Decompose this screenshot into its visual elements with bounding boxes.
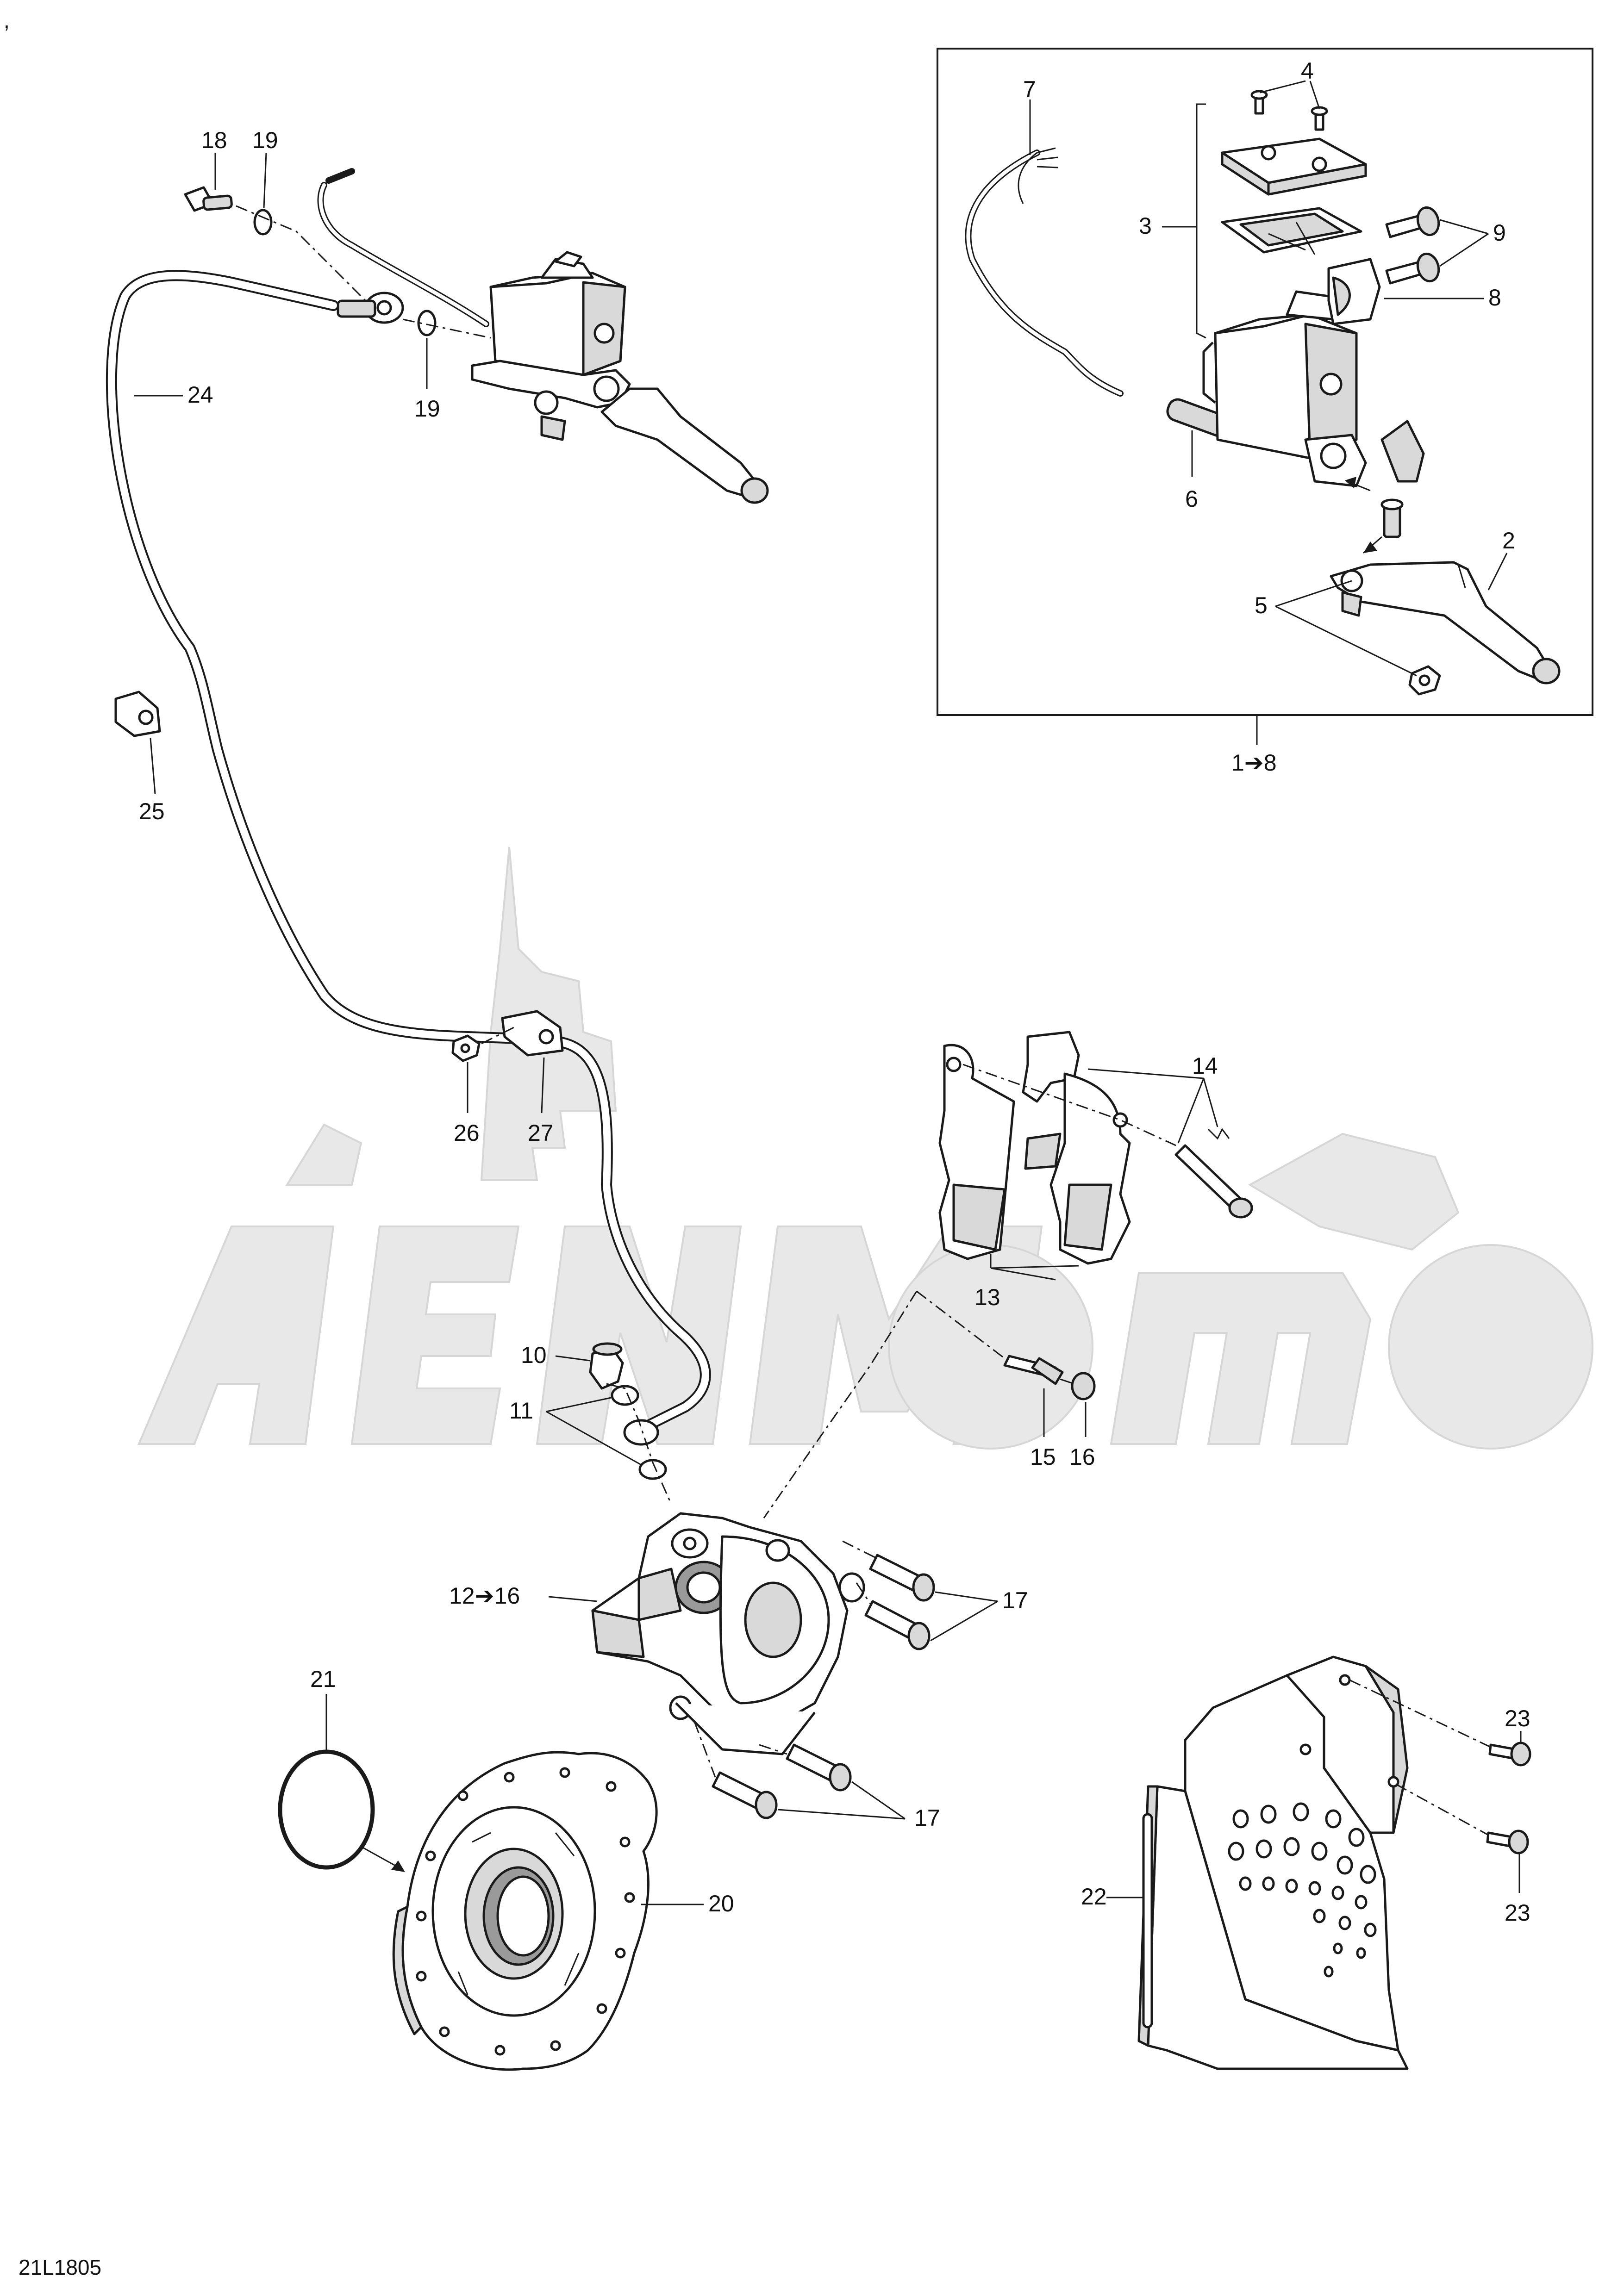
callout-19-bottom: 19 bbox=[414, 396, 440, 422]
reservoir-cover bbox=[1221, 137, 1367, 196]
callout-18: 18 bbox=[201, 127, 227, 153]
hose-clip-25 bbox=[114, 691, 161, 737]
clamp-bolts bbox=[1385, 206, 1440, 285]
callout-17-upper: 17 bbox=[1002, 1587, 1028, 1613]
callout-6: 6 bbox=[1185, 486, 1198, 512]
wire-harness bbox=[965, 147, 1124, 397]
callout-12-16: 12➔16 bbox=[449, 1583, 520, 1609]
reservoir-gasket bbox=[1221, 207, 1362, 255]
callout-3: 3 bbox=[1139, 213, 1152, 239]
caliper-banjo-bolt bbox=[589, 1342, 624, 1390]
callout-17-lower: 17 bbox=[914, 1805, 940, 1831]
callout-25: 25 bbox=[139, 798, 165, 824]
callout-24: 24 bbox=[187, 382, 213, 408]
corner-mark: , bbox=[4, 8, 10, 32]
sealing-washers bbox=[253, 209, 437, 336]
callout-23-bottom: 23 bbox=[1505, 1900, 1530, 1926]
o-ring bbox=[278, 1749, 375, 1870]
callout-13: 13 bbox=[974, 1284, 1000, 1310]
callout-11: 11 bbox=[509, 1398, 533, 1424]
caliper-bolts-upper bbox=[864, 1554, 935, 1650]
callout-16: 16 bbox=[1069, 1444, 1095, 1470]
callout-4: 4 bbox=[1301, 58, 1314, 84]
callout-15: 15 bbox=[1030, 1444, 1056, 1470]
brake-caliper bbox=[591, 1512, 865, 1755]
brake-lever bbox=[1330, 561, 1561, 684]
pad-clip bbox=[1207, 1128, 1230, 1140]
callout-10: 10 bbox=[521, 1342, 547, 1368]
dust-boot bbox=[1380, 420, 1425, 483]
bleeder-screw bbox=[1003, 1355, 1064, 1385]
brake-pads bbox=[938, 1031, 1131, 1265]
banjo-bolt bbox=[184, 186, 233, 212]
callout-2: 2 bbox=[1502, 528, 1515, 554]
caliper-bolts-lower bbox=[712, 1743, 852, 1819]
lever-pivot-pin bbox=[1380, 498, 1404, 538]
caliper-washers bbox=[611, 1385, 667, 1480]
callout-23-top: 23 bbox=[1505, 1705, 1530, 1731]
callout-20: 20 bbox=[708, 1891, 734, 1916]
callout-7: 7 bbox=[1023, 76, 1036, 102]
callout-5: 5 bbox=[1255, 592, 1268, 618]
watermark-logo bbox=[137, 846, 1593, 1450]
callout-9: 9 bbox=[1493, 220, 1506, 246]
bleeder-cap bbox=[1071, 1372, 1096, 1400]
callout-26: 26 bbox=[454, 1120, 480, 1146]
master-cylinder-assembly bbox=[471, 251, 769, 504]
callout-21: 21 bbox=[310, 1666, 336, 1692]
pad-pin bbox=[1174, 1144, 1253, 1219]
banjo-fitting bbox=[337, 292, 404, 324]
callout-19-top: 19 bbox=[252, 127, 278, 153]
callout-22: 22 bbox=[1081, 1884, 1107, 1910]
nut-26 bbox=[451, 1034, 481, 1062]
diagram-code: 21L1805 bbox=[19, 2255, 101, 2279]
master-cylinder-body bbox=[1202, 290, 1367, 487]
callout-1-8: 1➔8 bbox=[1231, 750, 1277, 776]
pivot-nut bbox=[1408, 665, 1441, 696]
handlebar-clamp bbox=[1327, 258, 1381, 325]
callout-27: 27 bbox=[528, 1120, 554, 1146]
callout-8: 8 bbox=[1488, 285, 1501, 311]
inset-frame bbox=[937, 48, 1593, 716]
guard-screws bbox=[1486, 1742, 1531, 1854]
brake-disc bbox=[392, 1751, 658, 2071]
callout-14: 14 bbox=[1192, 1053, 1218, 1079]
hose-clip-27 bbox=[501, 1010, 564, 1057]
disc-guard bbox=[1137, 1655, 1409, 2070]
